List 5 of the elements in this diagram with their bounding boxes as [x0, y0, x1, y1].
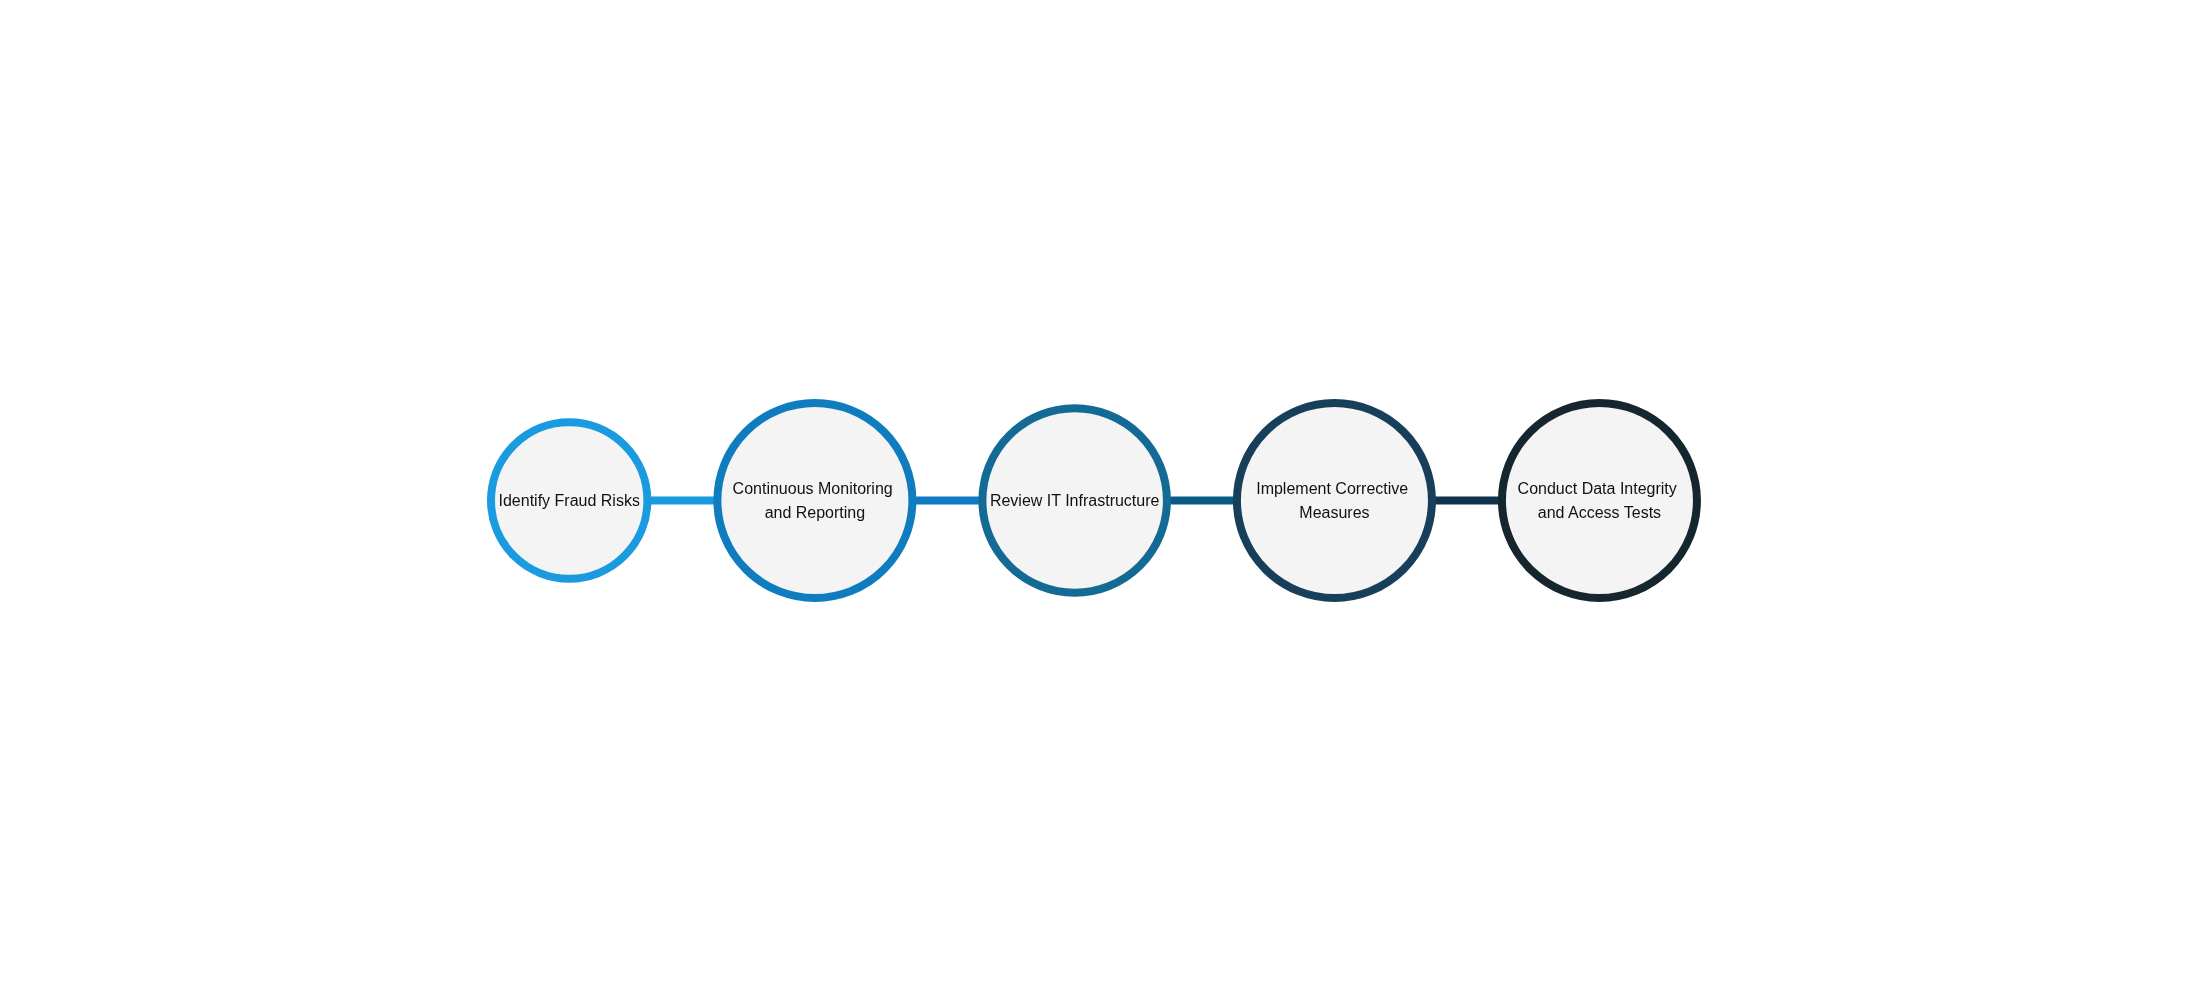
- node-circle: Continuous Monitoring and Reporting: [713, 398, 917, 602]
- node-circle: Review IT Infrastructure: [978, 403, 1171, 597]
- node-circle: Implement Corrective Measures: [1232, 398, 1436, 602]
- node-circle: Identify Fraud Risks: [487, 417, 652, 583]
- node-circle: Conduct Data Integrity and Access Tests: [1497, 398, 1701, 602]
